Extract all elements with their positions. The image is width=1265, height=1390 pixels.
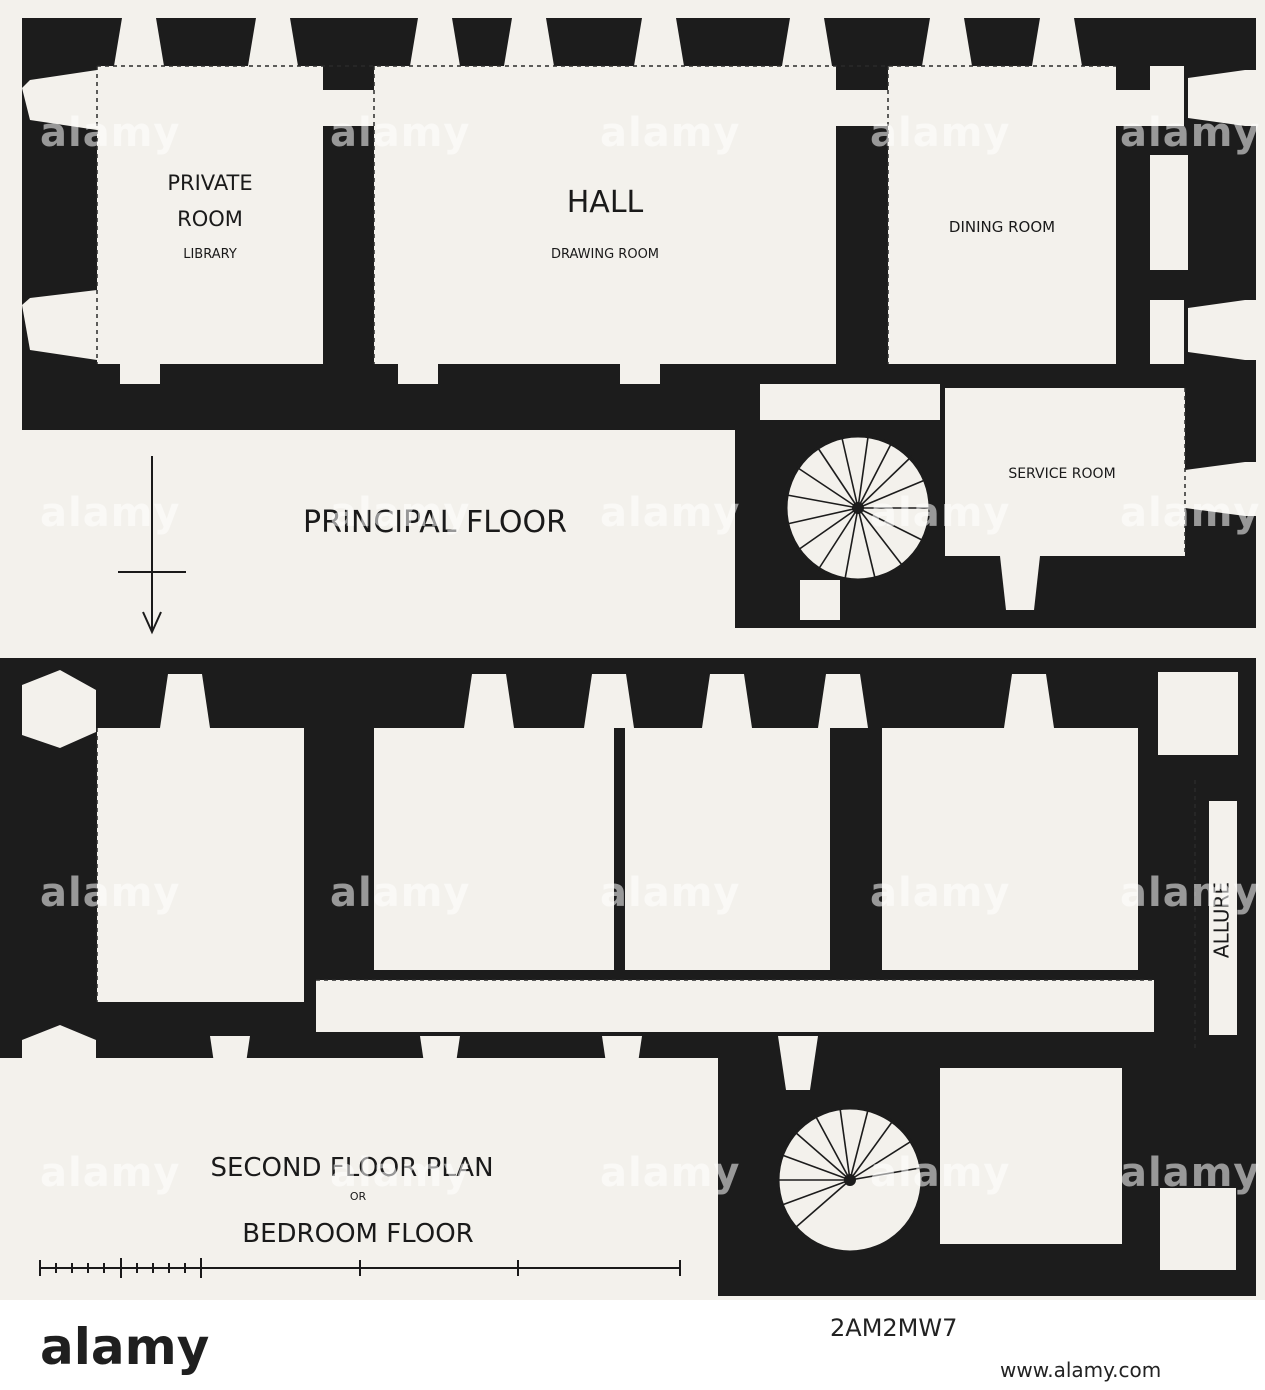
passage-hall-dining bbox=[836, 90, 888, 126]
second-floor-or: OR bbox=[350, 1190, 367, 1203]
east-window-upper bbox=[1188, 70, 1256, 126]
passage-east bbox=[1116, 90, 1150, 126]
west-window-upper bbox=[22, 70, 97, 130]
label-library: LIBRARY bbox=[183, 247, 237, 262]
spiral-stair-second bbox=[776, 1106, 924, 1254]
site-url: www.alamy.com bbox=[1000, 1358, 1162, 1382]
second-floor-title: SECOND FLOOR PLAN bbox=[210, 1153, 493, 1183]
room-service bbox=[945, 388, 1185, 556]
east-window-lower bbox=[1188, 300, 1256, 360]
south-recess-library bbox=[120, 364, 160, 384]
passage-library-hall bbox=[323, 90, 374, 126]
turret-sw bbox=[22, 1025, 96, 1098]
room-dining bbox=[888, 66, 1116, 364]
floor-plan-diagram: PRIVATE ROOM LIBRARY HALL DRAWING ROOM D… bbox=[0, 18, 1256, 1296]
bedroom-centre-left bbox=[374, 728, 614, 970]
stair-landing bbox=[760, 384, 940, 420]
turret-se bbox=[1160, 1188, 1236, 1270]
closet-east-top bbox=[1150, 66, 1184, 126]
west-window-lower bbox=[22, 290, 97, 360]
scale-bar bbox=[39, 1258, 681, 1278]
label-room: ROOM bbox=[177, 207, 243, 231]
east-window-service bbox=[1185, 462, 1256, 516]
label-allure: ALLURE bbox=[1210, 882, 1234, 958]
label-hall: HALL bbox=[567, 185, 644, 220]
label-service-room: SERVICE ROOM bbox=[1008, 466, 1115, 482]
south-recess-hall-2 bbox=[620, 364, 660, 384]
stock-footer: alamy 2AM2MW7 www.alamy.com bbox=[0, 1300, 1265, 1390]
closet-east-lower bbox=[1150, 300, 1184, 364]
second-floor-subtitle: BEDROOM FLOOR bbox=[242, 1219, 474, 1249]
room-hall bbox=[374, 66, 836, 364]
label-private: PRIVATE bbox=[167, 171, 252, 195]
room-south-east bbox=[940, 1068, 1122, 1244]
spiral-stair-principal bbox=[784, 434, 932, 582]
alamy-logo: alamy bbox=[40, 1318, 210, 1376]
label-drawing-room: DRAWING ROOM bbox=[551, 247, 659, 262]
bedroom-east bbox=[882, 728, 1138, 970]
stair-exit-south bbox=[800, 580, 840, 620]
north-windows-second bbox=[160, 674, 1054, 728]
principal-floor-plan: PRIVATE ROOM LIBRARY HALL DRAWING ROOM D… bbox=[22, 18, 1256, 635]
service-window-south bbox=[1000, 556, 1040, 610]
image-id: 2AM2MW7 bbox=[830, 1314, 958, 1342]
second-floor-plan: SECOND FLOOR PLAN OR BEDROOM FLOOR ALLUR… bbox=[0, 658, 1256, 1296]
closet-east-upper bbox=[1150, 155, 1188, 270]
turret-ne bbox=[1158, 672, 1238, 755]
north-arrow bbox=[118, 456, 186, 635]
south-recess-hall-1 bbox=[398, 364, 438, 384]
bedroom-west bbox=[97, 728, 304, 1002]
corridor bbox=[316, 980, 1154, 1032]
north-windows-principal bbox=[114, 18, 1082, 66]
allure-walk bbox=[1207, 799, 1239, 1037]
bedroom-centre-right bbox=[625, 728, 830, 970]
room-private-library bbox=[97, 66, 323, 364]
turret-nw bbox=[22, 670, 96, 748]
south-windows-second bbox=[210, 1036, 818, 1090]
principal-floor-title: PRINCIPAL FLOOR bbox=[303, 505, 567, 540]
label-dining-room: DINING ROOM bbox=[949, 218, 1055, 236]
